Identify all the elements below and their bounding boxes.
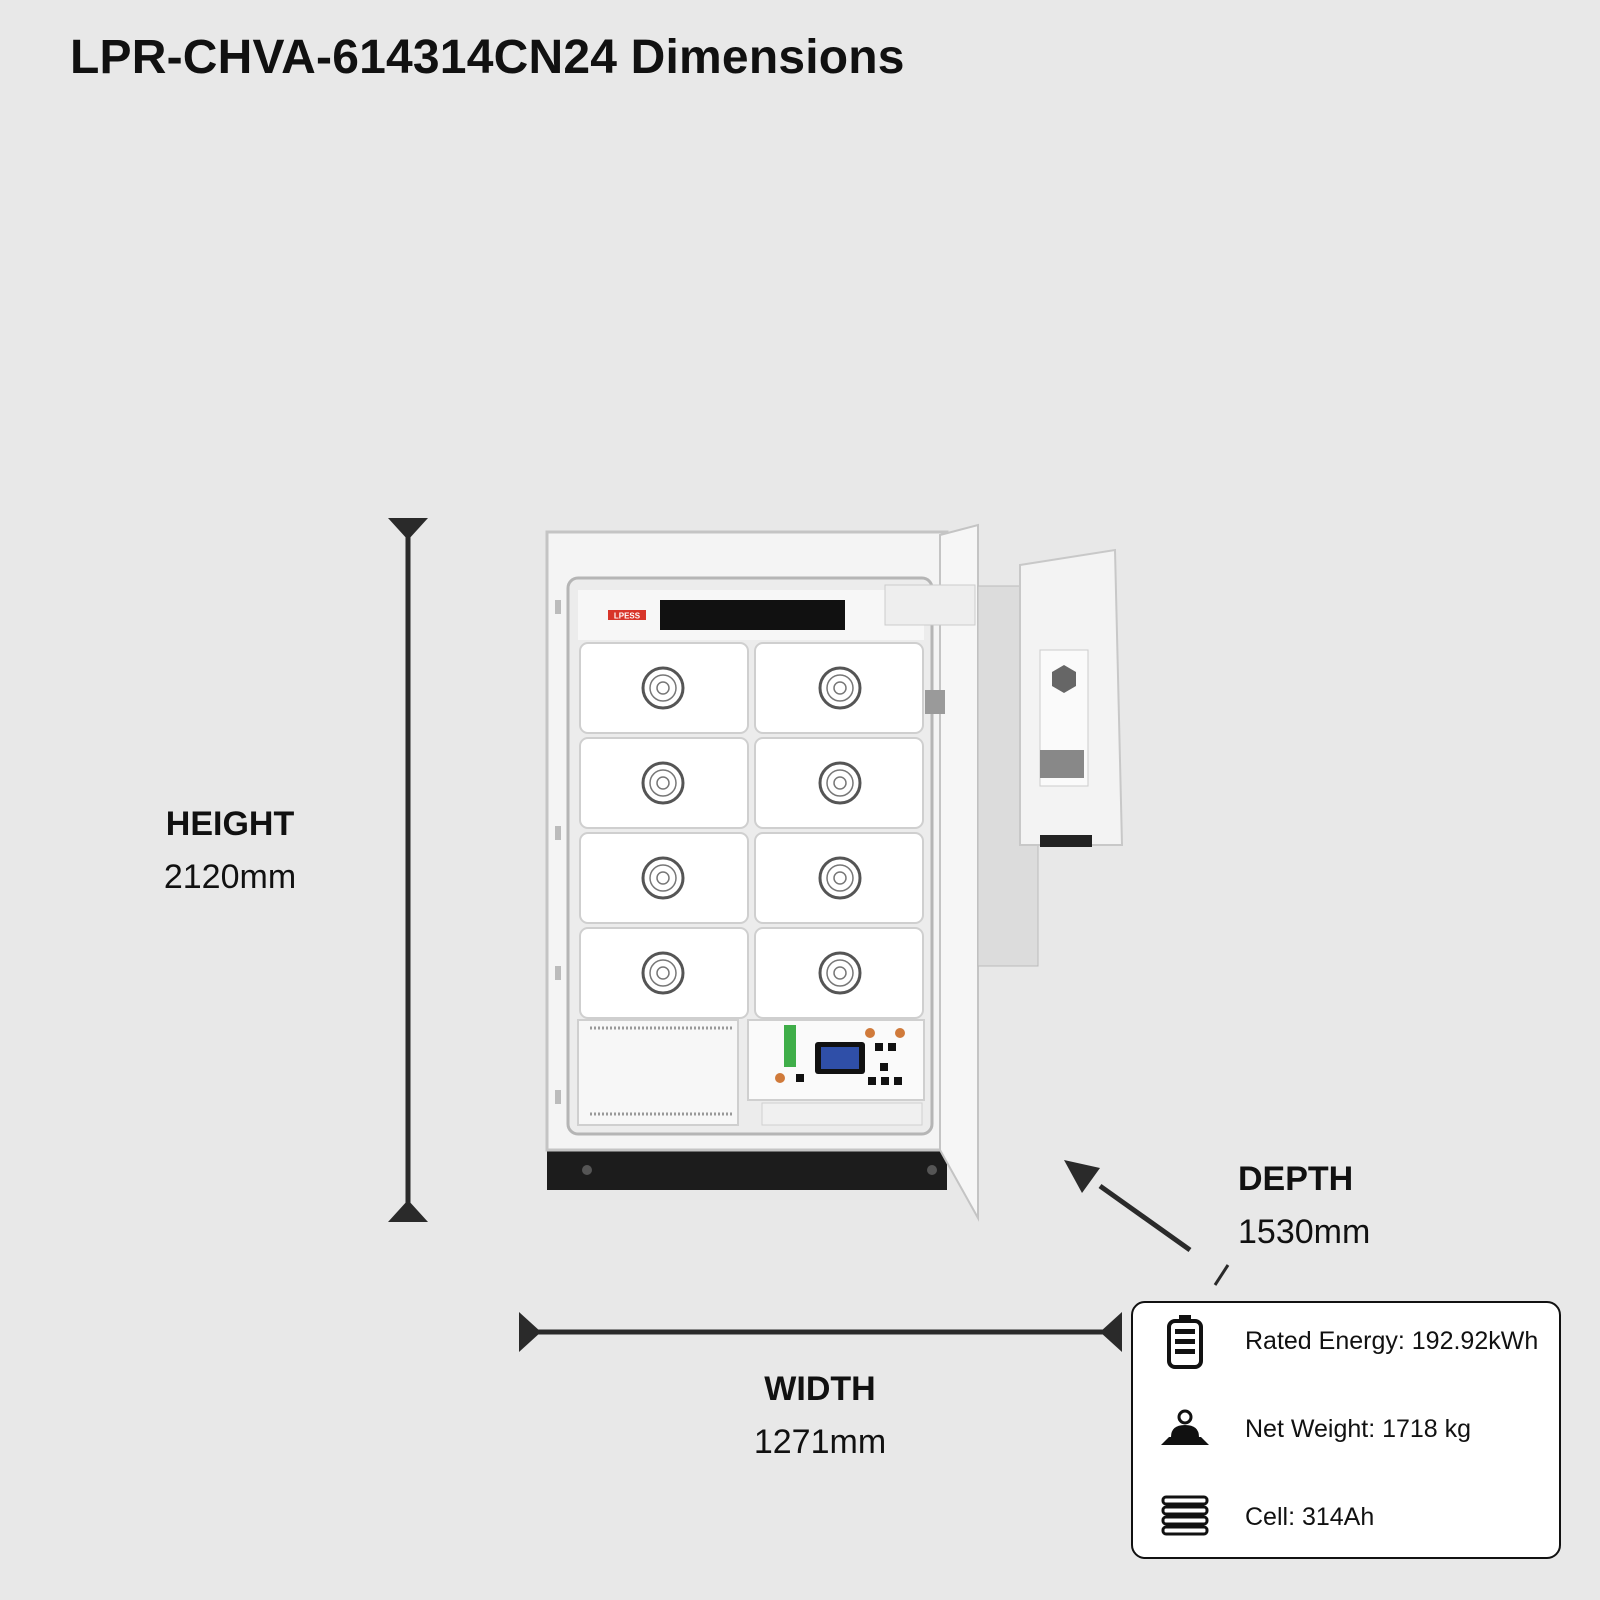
spec-rated-energy-text: Rated Energy: 192.92kWh [1245, 1326, 1539, 1355]
cabinet-door [939, 523, 979, 1222]
spec-cell: Cell: 314Ah [1133, 1487, 1559, 1547]
vent-panel [577, 1019, 739, 1126]
depth-label: DEPTH 1530mm [1238, 1160, 1408, 1252]
spec-cell-text: Cell: 314Ah [1245, 1502, 1375, 1531]
spec-net-weight-text: Net Weight: 1718 kg [1245, 1414, 1472, 1443]
module-fans [641, 666, 862, 995]
lpess-logo [608, 610, 646, 620]
width-arrow [519, 1312, 1122, 1352]
height-label: HEIGHT 2120mm [140, 805, 320, 897]
spec-rated-energy: Rated Energy: 192.92kWh [1133, 1311, 1559, 1371]
depth-value: 1530mm [1238, 1213, 1371, 1251]
cabinet-base [547, 1150, 947, 1190]
spec-net-weight: Net Weight: 1718 kg [1133, 1399, 1559, 1459]
battery-icon [1167, 1315, 1203, 1369]
specs-panel: Rated Energy: 192.92kWh Net Weight: 1718… [1131, 1301, 1561, 1559]
bms-screen [821, 1047, 859, 1069]
cabinet-display-bar [660, 600, 845, 630]
height-name: HEIGHT [165, 805, 295, 843]
depth-name: DEPTH [1238, 1160, 1354, 1198]
page-title: LPR-CHVA-614314CN24 Dimensions [70, 31, 905, 84]
cell-stack-icon [1161, 1495, 1209, 1536]
depth-arrow [1064, 1160, 1230, 1286]
width-name: WIDTH [764, 1370, 876, 1408]
height-value: 2120mm [163, 858, 297, 896]
lpess-logo-text: LPESS [614, 612, 641, 621]
weight-icon [1161, 1409, 1209, 1445]
height-arrow [388, 518, 428, 1222]
width-value: 1271mm [753, 1423, 887, 1461]
battery-cabinet-illustration: LPESS [545, 523, 1124, 1222]
width-label: WIDTH 1271mm [720, 1370, 920, 1462]
